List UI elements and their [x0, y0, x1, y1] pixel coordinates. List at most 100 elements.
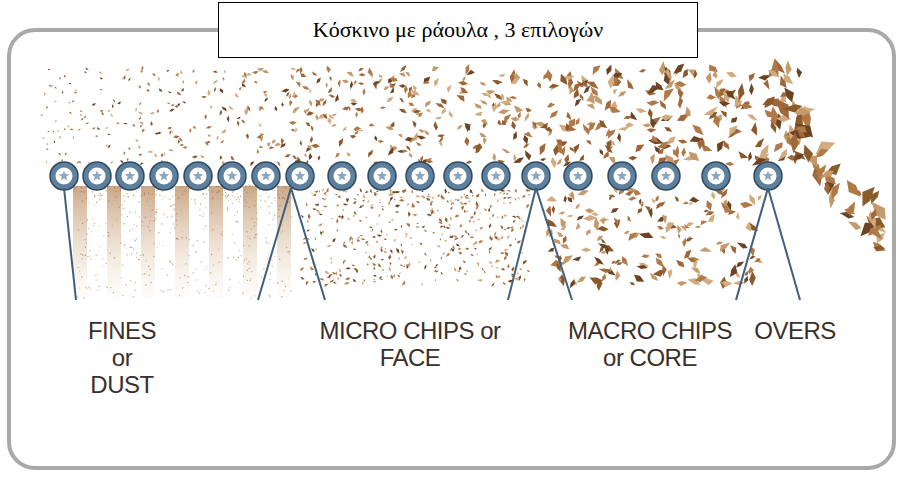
- dust-grain: [287, 186, 288, 187]
- feed-chip: [724, 140, 730, 150]
- dust-grain: [140, 255, 141, 256]
- dust-grain: [108, 185, 109, 186]
- feed-chip: [300, 67, 303, 74]
- feed-chip: [716, 79, 724, 88]
- dust-grain: [167, 289, 168, 290]
- feed-chip: [410, 108, 417, 112]
- micro-chip: [455, 215, 459, 218]
- micro-chip: [505, 255, 507, 258]
- micro-chip: [307, 230, 310, 232]
- dust-grain: [86, 242, 87, 243]
- feed-chip: [392, 83, 396, 88]
- feed-chip: [627, 79, 634, 89]
- macro-chip: [577, 276, 586, 282]
- dust-grain: [74, 190, 75, 191]
- micro-chip: [436, 264, 438, 267]
- dust-grain: [229, 287, 230, 288]
- dust-grain: [98, 286, 99, 287]
- roller-ring: [252, 162, 280, 190]
- macro-chip: [677, 225, 682, 234]
- dust-grain: [81, 276, 82, 277]
- macro-chip: [641, 254, 650, 258]
- macro-chip: [546, 196, 557, 202]
- feed-chip: [476, 147, 481, 153]
- over-chip: [793, 154, 804, 160]
- dust-grain: [112, 204, 113, 205]
- dust-grain: [236, 199, 237, 200]
- feed-chip: [306, 122, 311, 126]
- feed-chip: [399, 73, 406, 77]
- micro-chip: [476, 201, 479, 205]
- dust-grain: [250, 297, 251, 298]
- micro-chip: [500, 225, 503, 230]
- dust-grain: [124, 200, 125, 201]
- feed-chip: [354, 130, 358, 135]
- micro-chip: [378, 263, 381, 268]
- dust-grain: [103, 235, 104, 236]
- dust-grain: [155, 212, 156, 213]
- dust-grain: [251, 229, 252, 230]
- dust-grain: [269, 205, 270, 206]
- feed-chip: [168, 149, 173, 151]
- micro-chip: [490, 204, 492, 208]
- micro-chip: [476, 195, 480, 197]
- feed-chip: [689, 152, 700, 162]
- roller-ring: [702, 162, 730, 190]
- micro-chip: [459, 252, 462, 254]
- dust-grain: [249, 261, 250, 262]
- micro-chip: [315, 248, 317, 250]
- fraction-label: MACRO CHIPS or CORE: [555, 318, 745, 372]
- dust-grain: [251, 271, 252, 272]
- feed-chip: [368, 68, 373, 76]
- micro-chip: [501, 215, 503, 219]
- feed-chip: [724, 92, 730, 103]
- dust-grain: [272, 190, 273, 191]
- dust-grain: [123, 223, 124, 224]
- micro-chip: [504, 255, 506, 260]
- over-chip: [872, 202, 886, 220]
- feed-chip: [180, 70, 183, 74]
- dust-grain: [285, 286, 286, 287]
- dust-grain: [268, 253, 269, 254]
- micro-chip: [322, 188, 324, 191]
- micro-chip: [300, 277, 304, 280]
- dust-grain: [148, 226, 149, 227]
- roller: [652, 162, 680, 190]
- micro-chip: [393, 274, 395, 278]
- dust-grain: [149, 205, 150, 206]
- dust-grain: [257, 209, 258, 210]
- micro-chip: [394, 239, 397, 242]
- feed-chip: [265, 98, 268, 103]
- roller-ring: [328, 162, 356, 190]
- over-chip: [804, 144, 813, 162]
- macro-chip: [602, 274, 606, 281]
- dust-grain: [80, 187, 81, 188]
- macro-chip: [634, 275, 644, 282]
- feed-chip: [201, 96, 207, 98]
- roller-star: [193, 171, 203, 181]
- dust-grain: [112, 225, 113, 226]
- dust-grain: [149, 195, 150, 196]
- micro-chip: [381, 279, 384, 280]
- dust-grain: [122, 295, 123, 296]
- feed-chip: [110, 162, 113, 164]
- roller: [150, 162, 178, 190]
- feed-chip: [409, 153, 412, 158]
- dust-grain: [225, 192, 226, 193]
- feed-chip: [70, 129, 74, 131]
- feed-chip: [296, 82, 301, 88]
- feed-chip: [46, 106, 48, 109]
- feed-chip: [241, 75, 246, 77]
- dust-grain: [140, 195, 141, 196]
- macro-chip: [706, 200, 712, 211]
- dust-grain: [265, 192, 266, 193]
- feed-chip: [427, 158, 432, 163]
- micro-chip: [516, 273, 519, 276]
- feed-chip: [195, 80, 198, 84]
- micro-chip: [346, 267, 352, 269]
- micro-chip: [454, 238, 459, 241]
- dust-grain: [177, 238, 178, 239]
- micro-chip: [399, 199, 405, 202]
- feed-chip: [316, 78, 321, 84]
- macro-chip: [728, 210, 736, 215]
